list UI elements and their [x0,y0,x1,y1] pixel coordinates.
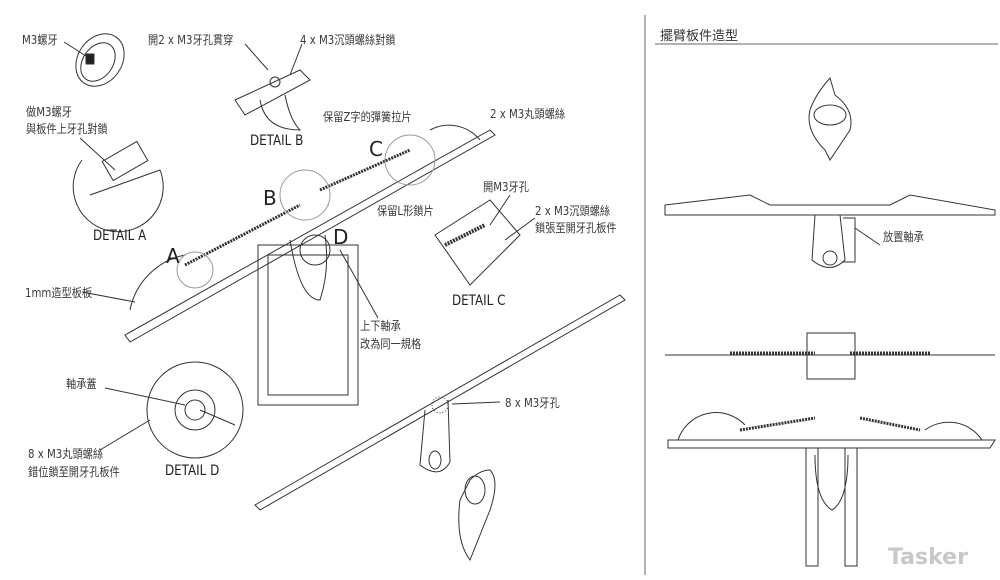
callout-2-m3-round: 2 x M3丸頭螺絲 [490,107,566,121]
callout-place-bearing: 放置軸承 [883,230,924,244]
callout-2-m3-countersunk-2: 鎖張至開牙孔板件 [535,221,617,235]
tasker-watermark: Tasker [888,545,968,570]
detail-b-label: DETAIL B [250,133,304,149]
detail-d-label: DETAIL D [165,463,220,479]
callout-bearing-2: 改為同一規格 [360,337,422,351]
marker-a: A [166,244,180,268]
detail-b-drawing [234,43,311,131]
top-plate-view [808,76,852,161]
callout-keep-l-lock: 保留L形鎖片 [377,204,434,218]
main-assembly [81,124,496,406]
right-panel-title: 擺臂板件造型 [660,29,739,44]
callout-make-m3-thread: 做M3螺牙 [26,105,72,119]
callout-open-2-m3: 開2 x M3牙孔貫穿 [148,33,234,47]
callout-8-m3-round-2: 錯位鎖至開牙孔板件 [28,465,120,479]
detail-a-drawing [72,137,164,233]
callout-make-m3-thread-2: 與板件上牙孔對鎖 [26,122,108,136]
callout-plate-1mm: 1mm造型板板 [25,286,93,300]
callout-8-m3-holes: 8 x M3牙孔 [505,396,560,410]
callout-open-m3-hole: 開M3牙孔 [483,180,529,194]
marker-c: C [369,137,383,161]
callout-m3-thread: M3螺牙 [22,33,58,47]
callout-bearing: 上下軸承 [360,319,401,333]
front-arm-view [664,194,996,268]
marker-b: B [263,186,277,210]
detail-c-drawing [434,194,536,286]
detail-a-label: DETAIL A [93,228,147,244]
side-view-assembly [667,412,996,567]
callout-bearing-cap: 軸承蓋 [66,377,97,391]
detail-d-drawing [99,361,244,459]
top-view-assembly [665,332,995,380]
m3-knob [63,33,125,87]
callout-2-m3-countersunk: 2 x M3沉頭螺絲 [535,204,611,218]
callout-8-m3-round: 8 x M3丸頭螺絲 [28,447,104,461]
callout-4-m3-countersunk: 4 x M3沉頭螺絲對鎖 [300,33,396,47]
exploded-arm-drawing [254,294,626,562]
marker-d: D [333,225,349,249]
callout-keep-z-spring: 保留Z字的彈簧拉片 [323,110,412,124]
detail-c-label: DETAIL C [452,293,506,309]
